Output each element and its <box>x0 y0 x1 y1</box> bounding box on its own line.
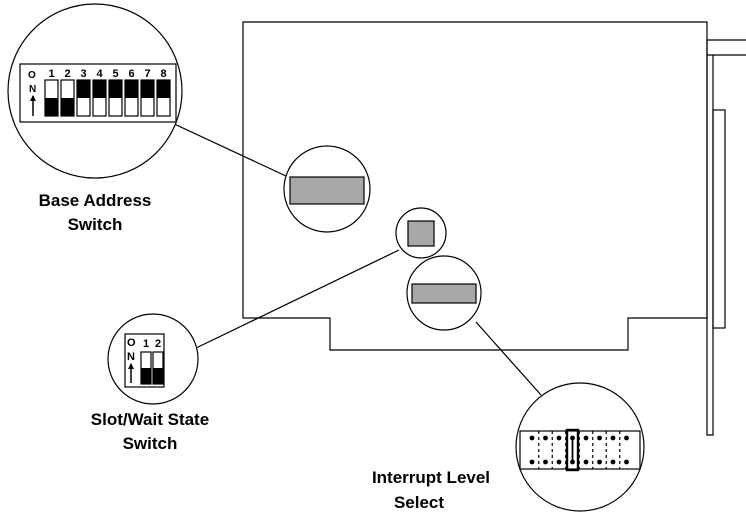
base-switch-toggles <box>44 79 171 117</box>
base-switch-toggle-8 <box>156 79 171 117</box>
jumper-pin-pair-2 <box>543 435 548 465</box>
base-on-arrow-icon <box>30 95 36 116</box>
slot-wait-switch-component <box>407 220 435 247</box>
base-switch-number-3: 3 <box>80 68 86 80</box>
jumper-pin-pair-1 <box>529 435 535 465</box>
slot-on-letter-n: N <box>127 351 135 363</box>
base-address-component-circle <box>283 145 371 233</box>
slot-switch-toggle-1 <box>140 351 152 385</box>
base-address-leader-line <box>169 121 287 177</box>
base-switch-number-8: 8 <box>160 68 166 80</box>
base-switch-toggle-3 <box>76 79 91 117</box>
base-switch-toggle-6 <box>124 79 139 117</box>
slot-switch-number-1: 1 <box>143 338 149 350</box>
slot-switch-toggle-2 <box>152 351 164 385</box>
slot-wait-label-line1: Slot/Wait State <box>91 410 209 429</box>
base-switch-toggle-5 <box>108 79 123 117</box>
slot-wait-label-line2: Switch <box>123 434 178 453</box>
base-switch-toggle-1 <box>44 79 59 117</box>
base-on-letter-o: O <box>28 70 36 81</box>
jumper-pin-pair-5 <box>583 435 589 465</box>
interrupt-leader-line <box>475 321 542 396</box>
jumper-pin-pair-7 <box>610 435 616 465</box>
interrupt-label-line2: Select <box>394 493 444 512</box>
base-switch-number-7: 7 <box>144 68 150 80</box>
slot-on-arrow-icon <box>128 363 134 383</box>
interrupt-label-line1: Interrupt Level <box>372 468 490 487</box>
base-switch-number-4: 4 <box>96 68 103 80</box>
base-switch-number-2: 2 <box>64 68 70 80</box>
base-on-letter-n: N <box>29 84 36 95</box>
mounting-bracket <box>706 39 746 436</box>
base-switch-toggle-2 <box>60 79 75 117</box>
base-switch-toggle-4 <box>92 79 107 117</box>
base-address-label-line1: Base Address <box>39 191 152 210</box>
slot-switch-number-2: 2 <box>155 338 161 350</box>
slot-wait-leader-line <box>193 249 400 350</box>
base-address-label-line2: Switch <box>68 215 123 234</box>
jumper-pin-pair-8 <box>624 435 629 465</box>
interrupt-component-circle <box>406 255 482 331</box>
interrupt-zoom <box>515 382 645 512</box>
interrupt-jumper-block <box>519 430 641 470</box>
base-address-switch-component <box>289 176 365 205</box>
jumper-shunt <box>565 428 580 472</box>
jumper-pin-pair-6 <box>597 435 602 465</box>
interrupt-jumper-component <box>411 283 477 304</box>
base-switch-number-5: 5 <box>112 68 118 80</box>
jumper-pin-pair-3 <box>556 435 562 465</box>
slot-on-letter-o: O <box>127 337 136 349</box>
base-switch-toggle-7 <box>140 79 155 117</box>
slot-wait-component-circle <box>395 207 447 259</box>
base-switch-number-6: 6 <box>128 68 134 80</box>
interrupt-jumper-pins <box>529 428 629 472</box>
slot-switch-toggles <box>140 351 164 385</box>
base-switch-number-1: 1 <box>48 68 54 80</box>
